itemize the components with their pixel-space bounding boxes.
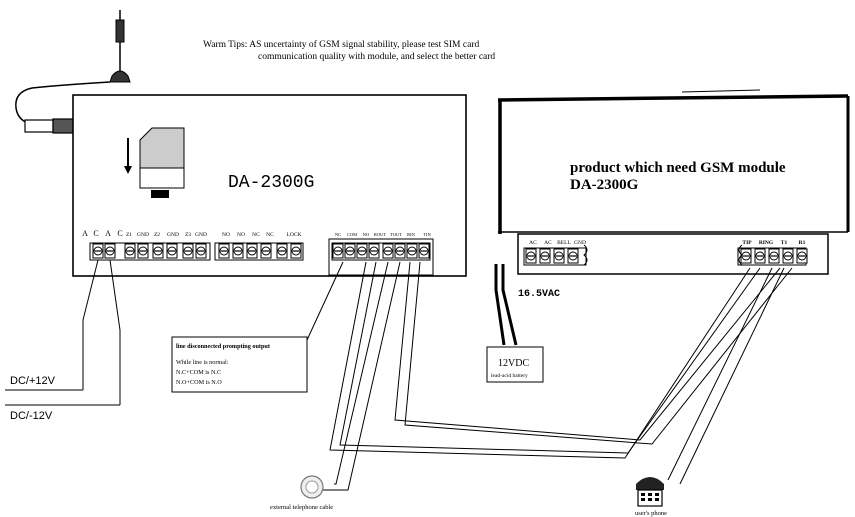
terminal-label: Z3: [185, 232, 191, 238]
terminal-label: BELL: [557, 240, 571, 246]
module-terminal-mid-3: [260, 243, 272, 259]
terminal-label: LOCK: [287, 232, 302, 238]
note-line2: N.C+COM is N.C: [176, 369, 221, 376]
terminal-label: GND: [574, 240, 586, 246]
terminal-label: GND: [195, 232, 207, 238]
terminal-label: A: [105, 229, 111, 238]
terminal-label: R1: [799, 240, 806, 246]
module-model: DA-2300G: [228, 173, 314, 193]
phone-jack-icon: [300, 475, 324, 499]
terminal-label: AC: [529, 240, 537, 246]
module-terminal-left-5: [166, 243, 178, 259]
terminal-label: NO: [222, 232, 230, 238]
module-terminal-right-1: [344, 243, 356, 259]
module-terminal-left-4: [152, 243, 164, 259]
terminal-label: Z1: [126, 232, 132, 238]
module-terminal-mid-1: [232, 243, 244, 259]
note-box: [171, 336, 308, 393]
terminal-label: TIP: [742, 240, 752, 246]
product-terminal-left-3: [567, 248, 579, 264]
terminal-label: RING: [759, 240, 774, 246]
note-title: line disconnected prompting output: [176, 343, 271, 350]
terminal-label: GND: [167, 232, 179, 238]
telephone-wires: [322, 261, 793, 491]
battery-box: [486, 346, 544, 383]
product-voltage-label: 16.5VAC: [518, 289, 560, 300]
terminal-label: NO: [237, 232, 245, 238]
power-negative-label: DC/-12V: [10, 410, 53, 422]
module-terminal-left-1: [104, 243, 116, 259]
product-terminal-left-0: [525, 248, 537, 264]
telephone-icon: [636, 477, 664, 507]
terminal-label: AC: [544, 240, 552, 246]
module-terminal-right-5: [394, 243, 406, 259]
terminal-label: C: [93, 229, 98, 238]
product-model: DA-2300G: [570, 177, 639, 193]
module-terminal-right-3: [368, 243, 380, 259]
warn-tips-line1: Warm Tips: AS uncertainty of GSM signal …: [203, 39, 479, 50]
product-terminal-left-2: [553, 248, 565, 264]
terminal-label: NC: [266, 232, 274, 238]
sim-card-icon: [124, 127, 185, 198]
module-terminal-mid-5: [290, 243, 302, 259]
module-terminal-left-6: [182, 243, 194, 259]
product-box: [497, 89, 850, 234]
module-terminal-left-3: [137, 243, 149, 259]
product-terminal-right-4: [796, 248, 808, 264]
product-terminal-right-2: [768, 248, 780, 264]
module-terminal-right-7: [418, 243, 430, 259]
external-cable-caption: external telephone cable: [270, 504, 333, 511]
product-terminal-blocks: [523, 244, 808, 266]
terminal-label: NO: [363, 232, 370, 237]
product-terminal-right-3: [782, 248, 794, 264]
terminal-label: ROUT: [374, 232, 387, 237]
module-terminal-blocks: [89, 238, 434, 276]
product-title: product which need GSM module: [570, 160, 786, 176]
warn-tips-line2: communication quality with module, and s…: [258, 52, 495, 62]
module-terminal-mid-4: [276, 243, 288, 259]
battery-label: 12VDC: [498, 358, 529, 369]
terminal-label: RIN: [407, 232, 416, 237]
product-terminal-labels-right: TIP RING T1 R1: [742, 240, 805, 246]
terminal-label: COM: [347, 232, 357, 237]
module-terminal-right-4: [382, 243, 394, 259]
note-line3: N.O+COM is N.O: [176, 379, 222, 386]
module-terminal-right-6: [406, 243, 418, 259]
terminal-label: Z2: [154, 232, 160, 238]
product-terminal-right-1: [754, 248, 766, 264]
power-positive-label: DC/+12V: [10, 375, 56, 387]
module-terminal-right-0: [332, 243, 344, 259]
module-terminal-mid-0: [218, 243, 230, 259]
terminal-label: GND: [137, 232, 149, 238]
module-terminal-left-2: [124, 243, 136, 259]
note-line1: While line is normal:: [176, 359, 229, 366]
terminal-label: T1: [781, 240, 788, 246]
product-terminal-right-0: [740, 248, 752, 264]
terminal-label: C: [117, 229, 122, 238]
module-terminal-mid-2: [246, 243, 258, 259]
users-phone-caption: user's phone: [635, 510, 667, 517]
module-terminal-left-0: [92, 243, 104, 259]
product-terminal-left-1: [539, 248, 551, 264]
battery-sublabel: lead-acid battery: [491, 373, 528, 379]
module-terminal-left-7: [195, 243, 207, 259]
terminal-label: NC: [252, 232, 260, 238]
module-terminal-right-2: [356, 243, 368, 259]
terminal-label: A: [82, 229, 88, 238]
terminal-label: TIN: [423, 232, 431, 237]
module-terminal-labels-mid: NO NO NC NC LOCK: [222, 232, 301, 238]
terminal-label: TOUT: [390, 232, 402, 237]
terminal-label: NC: [335, 232, 341, 237]
